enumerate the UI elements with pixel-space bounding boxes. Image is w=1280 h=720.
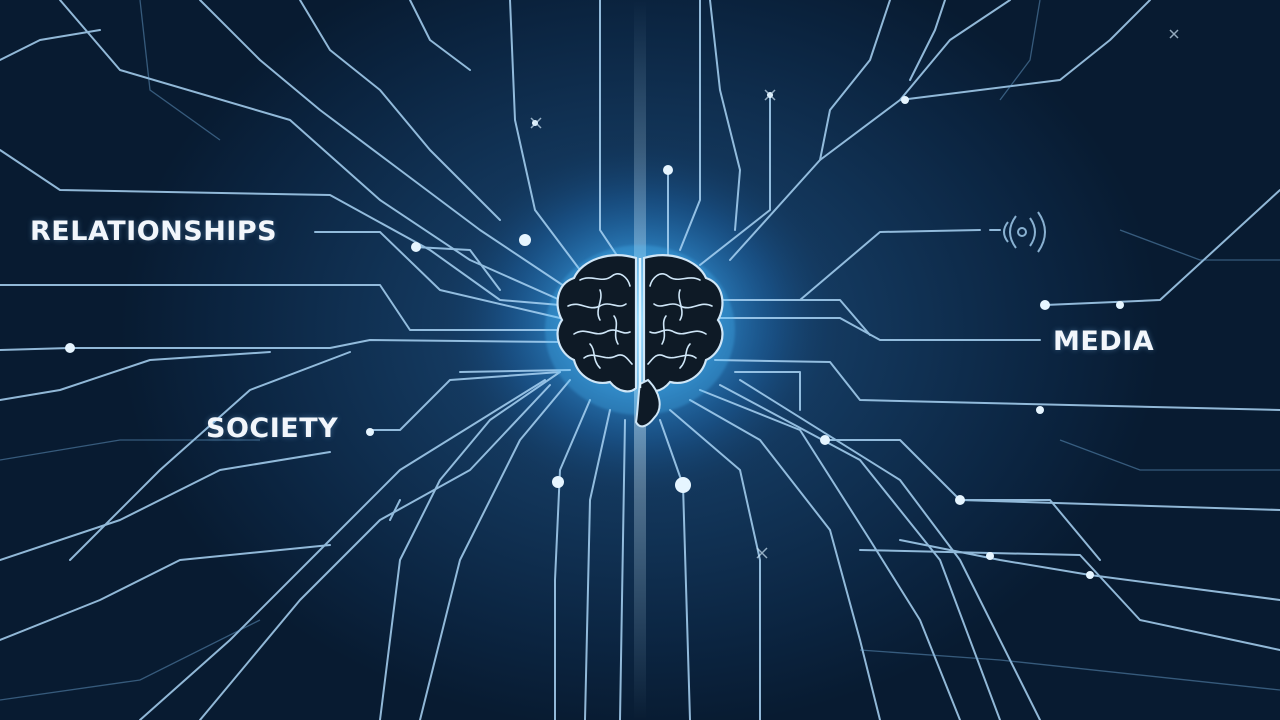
circuit-node (955, 495, 965, 505)
circuit-node (986, 552, 994, 560)
circuit-node (366, 428, 374, 436)
circuit-node (820, 435, 830, 445)
circuit-node (663, 165, 673, 175)
label-relationships: RELATIONSHIPS (30, 216, 278, 247)
brain-icon (545, 245, 735, 428)
circuit-node (411, 242, 421, 252)
circuit-nodes (65, 92, 1124, 579)
circuit-node (519, 234, 531, 246)
circuit-node (1086, 571, 1094, 579)
circuit-node (1116, 301, 1124, 309)
circuit-node (901, 96, 909, 104)
circuit-node (675, 477, 691, 493)
circuit-node (65, 343, 75, 353)
circuit-node (552, 476, 564, 488)
label-media: MEDIA (1053, 326, 1155, 357)
label-society: SOCIETY (206, 413, 339, 444)
decorative-marks (530, 29, 1179, 559)
faint-traces (0, 0, 1280, 701)
signal-waves-icon (1003, 211, 1046, 253)
circuit-node (1040, 300, 1050, 310)
circuit-node (1036, 406, 1044, 414)
